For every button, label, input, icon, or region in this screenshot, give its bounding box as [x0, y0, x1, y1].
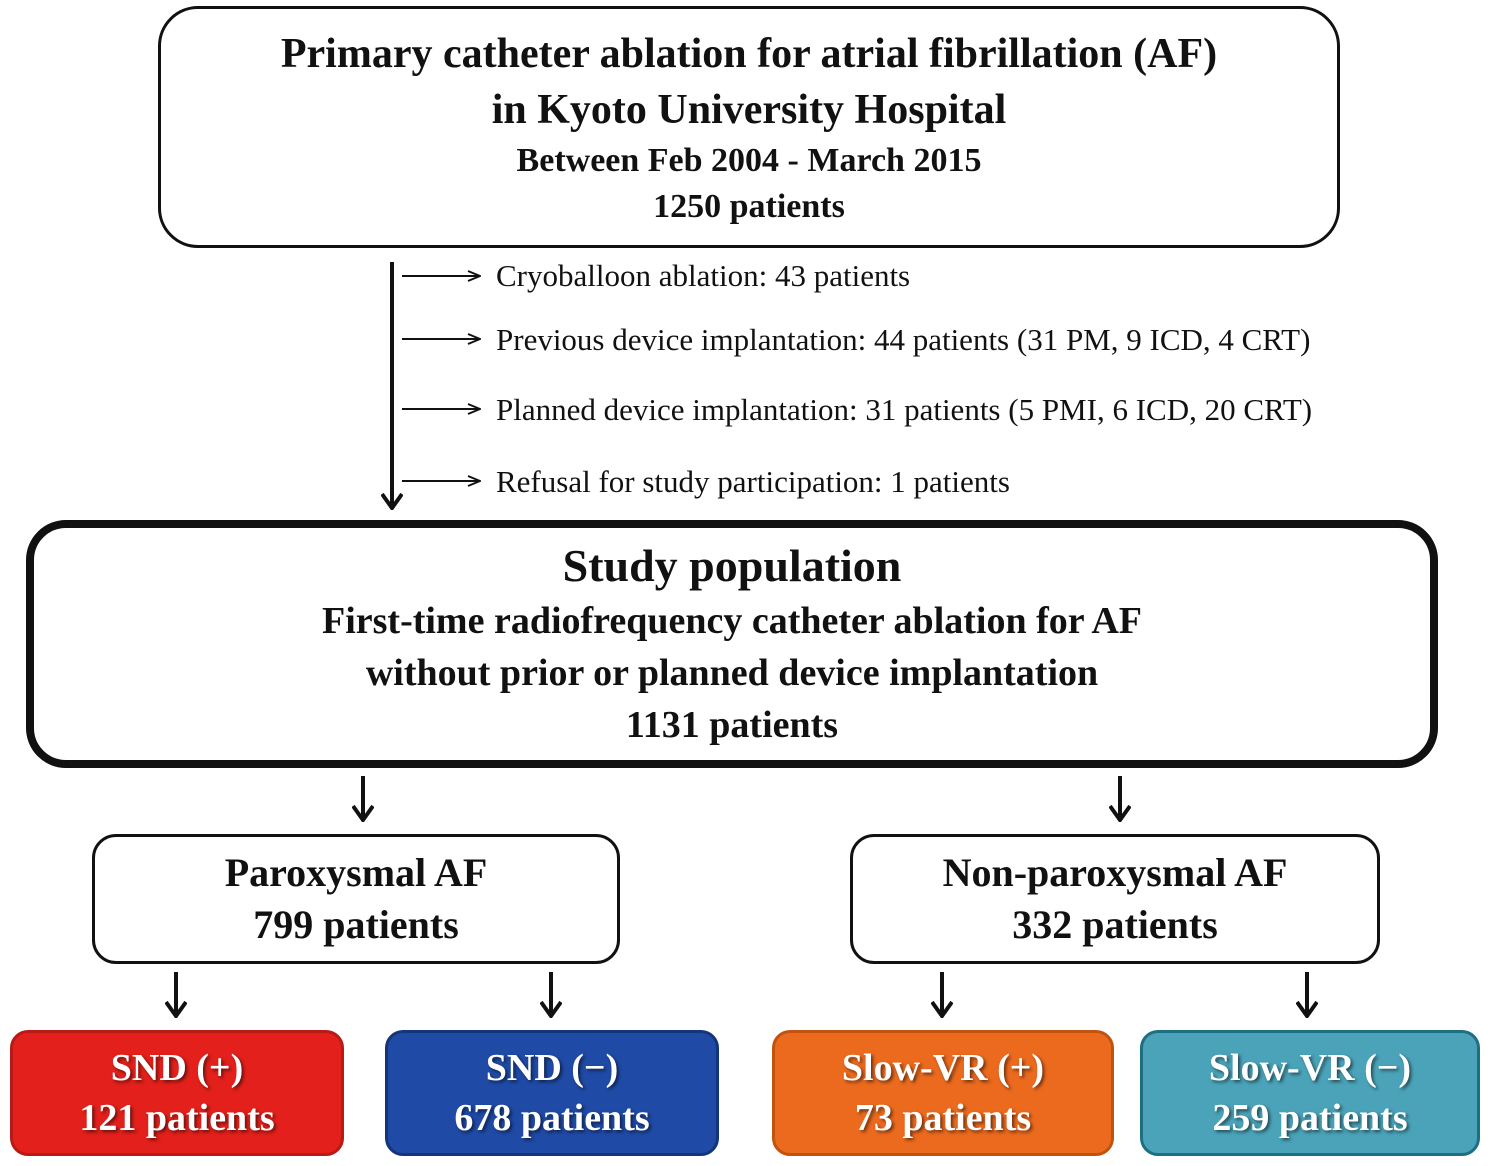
exclusion-previous-device: Previous device implantation: 44 patient… [496, 322, 1311, 357]
exclusion-cryoballoon: Cryoballoon ablation: 43 patients [496, 258, 911, 293]
top-box-period: Between Feb 2004 - March 2015 [516, 142, 982, 179]
study-count: 1131 patients [625, 704, 839, 746]
leaf-count: 678 patients [454, 1097, 650, 1139]
paroxysmal-af-box: Paroxysmal AF 799 patients [92, 834, 620, 964]
leaf-count: 259 patients [1212, 1097, 1408, 1139]
paroxysmal-count: 799 patients [253, 902, 459, 947]
leaf-label: Slow-VR (−) [1208, 1047, 1412, 1089]
study-population-box: Study population First-time radiofrequen… [26, 520, 1438, 768]
study-description-2: without prior or planned device implanta… [365, 652, 1099, 694]
primary-ablation-box: Primary catheter ablation for atrial fib… [158, 6, 1340, 248]
leaf-count: 121 patients [79, 1097, 275, 1139]
study-title: Study population [562, 540, 902, 591]
slow-vr-positive-box: Slow-VR (+) 73 patients [772, 1030, 1114, 1156]
leaf-label: SND (−) [485, 1047, 619, 1089]
snd-positive-box: SND (+) 121 patients [10, 1030, 344, 1156]
top-box-hospital: in Kyoto University Hospital [491, 87, 1007, 133]
top-box-count: 1250 patients [653, 188, 845, 225]
non-paroxysmal-af-box: Non-paroxysmal AF 332 patients [850, 834, 1380, 964]
non-paroxysmal-title: Non-paroxysmal AF [942, 850, 1288, 895]
top-box-title: Primary catheter ablation for atrial fib… [280, 31, 1218, 77]
non-paroxysmal-count: 332 patients [1012, 902, 1218, 947]
leaf-label: SND (+) [110, 1047, 244, 1089]
paroxysmal-title: Paroxysmal AF [224, 850, 488, 895]
leaf-count: 73 patients [854, 1097, 1032, 1139]
exclusion-planned-device: Planned device implantation: 31 patients… [496, 392, 1313, 427]
leaf-label: Slow-VR (+) [841, 1047, 1045, 1089]
study-description-1: First-time radiofrequency catheter ablat… [321, 600, 1142, 642]
snd-negative-box: SND (−) 678 patients [385, 1030, 719, 1156]
slow-vr-negative-box: Slow-VR (−) 259 patients [1140, 1030, 1480, 1156]
exclusion-refusal: Refusal for study participation: 1 patie… [496, 464, 1010, 499]
